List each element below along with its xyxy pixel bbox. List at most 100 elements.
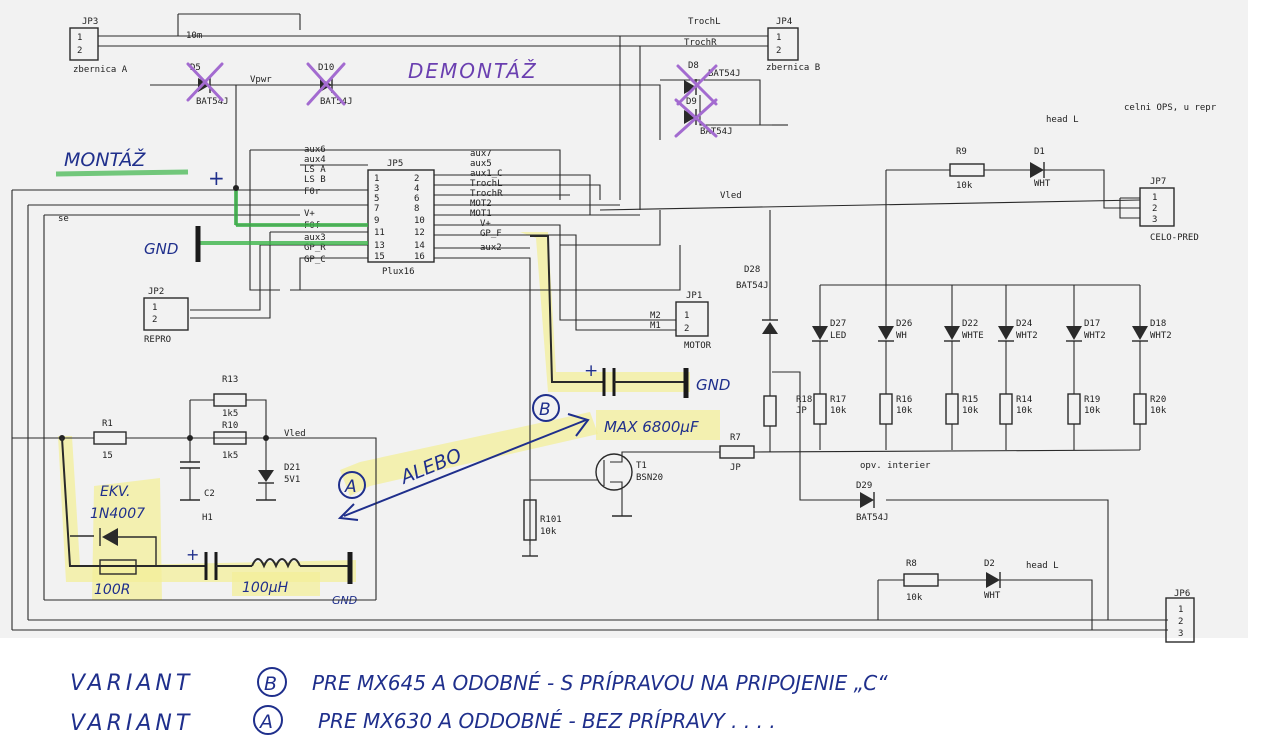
led-section-wires: [769, 162, 1140, 630]
svg-text:BAT54J: BAT54J: [708, 69, 741, 79]
svg-text:D1: D1: [1034, 147, 1045, 157]
svg-text:1: 1: [152, 303, 157, 313]
jp3-pin2: 2: [77, 46, 82, 56]
jp4-pin1: 1: [776, 33, 781, 43]
variant-a-word: VARIANT: [70, 711, 193, 736]
svg-text:JP1: JP1: [686, 291, 702, 301]
demontaz-label: DEMONTÁŽ: [408, 59, 538, 83]
svg-text:D21: D21: [284, 463, 300, 473]
junction-plus: [233, 185, 239, 191]
scan-edge: [1248, 0, 1261, 742]
opt-note: opv. interier: [860, 461, 931, 471]
svg-text:BAT54J: BAT54J: [700, 127, 733, 137]
led-d2-label: D2 WHT R8 10k head L: [906, 559, 1059, 603]
led-d17-symbol: [1066, 326, 1082, 340]
svg-text:1k5: 1k5: [222, 451, 238, 461]
head-l-top: head L: [1046, 115, 1079, 125]
connector-jp4: 1 2 JP4 zbernica B: [766, 17, 820, 73]
svg-text:10k: 10k: [956, 181, 973, 191]
svg-text:Vled: Vled: [284, 429, 306, 439]
jp5-pin-right: 6: [414, 194, 419, 204]
scan-area: [0, 0, 1252, 638]
jp5-pin-left: 13: [374, 241, 385, 251]
jp5-wires: [11, 149, 1141, 620]
svg-text:JP7: JP7: [1150, 177, 1166, 187]
jp5-net-left: aux4: [304, 155, 326, 165]
svg-text:1: 1: [1178, 605, 1183, 615]
svg-text:2: 2: [152, 315, 157, 325]
jp5-net-left: V+: [304, 209, 315, 219]
svg-text:2: 2: [1152, 204, 1157, 214]
connector-jp2: 1 2 JP2 REPRO: [143, 287, 189, 345]
led-d24-symbol: [998, 326, 1014, 340]
jp3-pin1: 1: [77, 33, 82, 43]
svg-text:BAT54J: BAT54J: [856, 513, 889, 523]
svg-text:MOTOR: MOTOR: [684, 341, 712, 351]
resistor-r20-ref: R20: [1150, 395, 1166, 405]
svg-text:JP: JP: [730, 463, 741, 473]
resistor-r14-ref: R14: [1016, 395, 1032, 405]
jp5-pin-left: 1: [374, 174, 379, 184]
svg-text:15: 15: [102, 451, 113, 461]
resistor-r15-ref: R15: [962, 395, 978, 405]
mark-a: A: [344, 477, 357, 497]
jp5-pin-right: 4: [414, 184, 419, 194]
variant-a-mark: A: [258, 711, 273, 733]
svg-text:3: 3: [1178, 629, 1183, 639]
jp5-net-left: aux3: [304, 233, 326, 243]
jp5-net-right: MOT1: [470, 209, 492, 219]
jp5-net-left: GP_C: [304, 255, 326, 265]
led-d22-symbol: [944, 326, 960, 340]
resistor-r18-ref: R18: [796, 395, 812, 405]
svg-text:D5: D5: [190, 63, 201, 73]
led-d24-value: WHT2: [1016, 331, 1038, 341]
connector-jp3: 1 2 JP3 zbernica A: [69, 17, 128, 75]
svg-text:head L: head L: [1026, 561, 1059, 571]
variant-notes: VARIANT B PRE MX645 A ODOBNÉ - S PRÍPRAV…: [70, 667, 888, 736]
jp5-net-right: aux5: [470, 159, 492, 169]
svg-text:D9: D9: [686, 97, 697, 107]
jp5-pin-right: 8: [414, 204, 419, 214]
led-d1-label: D1 WHT R9 10k Vled: [720, 147, 1051, 201]
svg-text:R10: R10: [222, 421, 238, 431]
connector-jp1: 1 2 JP1 MOTOR M2 M1: [650, 291, 712, 351]
jp5-net-left: GP_R: [304, 243, 326, 253]
svg-text:1k5: 1k5: [222, 409, 238, 419]
svg-text:C2: C2: [204, 489, 215, 499]
power-input-circuit: R1 15 R13 1k5 R10 1k5 C2 H1 D21 5V1 Vled: [12, 375, 377, 600]
svg-text:M2: M2: [650, 311, 661, 321]
mark-b: B: [539, 400, 551, 420]
led-d26-symbol: [878, 326, 894, 340]
jp5-pin-right: 10: [414, 216, 425, 226]
resistor-r18-value: JP: [796, 406, 807, 416]
svg-text:JP2: JP2: [148, 287, 164, 297]
svg-text:BAT54J: BAT54J: [736, 281, 769, 291]
svg-text:EKV.: EKV.: [100, 484, 130, 500]
svg-text:10k: 10k: [906, 593, 923, 603]
svg-text:+: +: [584, 361, 598, 381]
top-right-note: celni OPS, u repr: [1124, 103, 1217, 113]
jp5-net-right: GP_F: [480, 229, 502, 239]
jp5-net-left: LS A: [304, 165, 326, 175]
net-trochl: TrochL: [688, 17, 721, 27]
variant-b-text: PRE MX645 A ODOBNÉ - S PRÍPRAVOU NA PRIP…: [312, 671, 888, 695]
led-d22-value: WHTE: [962, 331, 984, 341]
svg-text:Vled: Vled: [720, 191, 742, 201]
jp5-net-left: LS B: [304, 175, 326, 185]
jp5-ref: JP5: [387, 159, 403, 169]
diode-d29: D29 BAT54J: [856, 481, 889, 523]
svg-text:R7: R7: [730, 433, 741, 443]
svg-text:1: 1: [1152, 193, 1157, 203]
diode-d28: D28 BAT54J: [736, 265, 778, 396]
jp5-net-right: aux1_C: [470, 169, 503, 179]
jp5-pin-left: 9: [374, 216, 379, 226]
led-d17-value: WHT2: [1084, 331, 1106, 341]
svg-text:BAT54J: BAT54J: [320, 97, 353, 107]
net-vpwr: Vpwr: [250, 75, 272, 85]
svg-text:2: 2: [1178, 617, 1183, 627]
svg-text:WHT: WHT: [984, 591, 1001, 601]
led-d18-symbol: [1132, 326, 1148, 340]
connector-jp7: 1 2 3 JP7 CELO-PRED: [1139, 177, 1199, 243]
svg-text:BAT54J: BAT54J: [196, 97, 229, 107]
